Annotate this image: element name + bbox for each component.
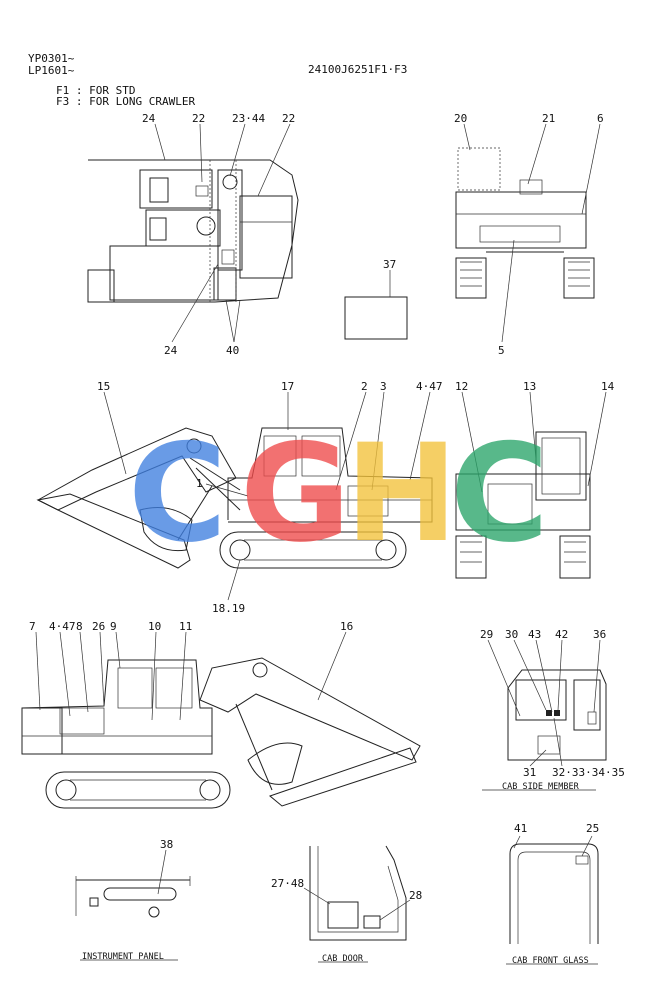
callout-left-10: 10 (148, 620, 161, 633)
callout-rear-6: 6 (597, 112, 604, 125)
callout-right-18-19: 18.19 (212, 602, 245, 615)
callout-top-22a: 22 (192, 112, 205, 125)
callout-glass-25: 25 (586, 822, 599, 835)
callout-right-2: 2 (361, 380, 368, 393)
callout-left-16: 16 (340, 620, 353, 633)
callout-cabside-36: 36 (593, 628, 606, 641)
callout-top-22b: 22 (282, 112, 295, 125)
right-side-excavator-drawing (36, 391, 433, 601)
callout-left-26: 26 (92, 620, 105, 633)
callout-rear-20: 20 (454, 112, 467, 125)
cab-front-glass-title: CAB FRONT GLASS (512, 956, 589, 966)
watermark-letter-c2: C (450, 415, 549, 572)
callout-right-17: 17 (281, 380, 294, 393)
note-f3: F3 : FOR LONG CRAWLER (56, 95, 195, 108)
callout-cabside-30: 30 (505, 628, 518, 641)
watermark-letter-c1: C (128, 415, 227, 572)
callout-front-12: 12 (455, 380, 468, 393)
callout-front-14: 14 (601, 380, 615, 393)
watermark-letter-g: G (240, 415, 351, 572)
rear-view-drawing (455, 123, 601, 343)
callout-left-9: 9 (110, 620, 117, 633)
callout-cabside-31: 31 (523, 766, 536, 779)
callout-rear-21: 21 (542, 112, 555, 125)
callout-door-27-48: 27·48 (271, 877, 304, 890)
callout-top-24a: 24 (142, 112, 156, 125)
callout-right-15: 15 (97, 380, 110, 393)
callout-cabside-43: 43 (528, 628, 541, 641)
callout-top-23-44: 23·44 (232, 112, 265, 125)
callout-glass-41: 41 (514, 822, 527, 835)
top-view-drawing (87, 123, 299, 343)
serial-range-1: YP0301~ (28, 52, 75, 65)
cghc-watermark: C G H C (128, 415, 549, 572)
callout-front-13: 13 (523, 380, 536, 393)
callout-left-8: 8 (76, 620, 83, 633)
callout-top-40: 40 (226, 344, 239, 357)
callout-right-4-47: 4·47 (416, 380, 443, 393)
part-number: 24100J6251F1·F3 (308, 63, 407, 76)
callout-cabside-29: 29 (480, 628, 493, 641)
cab-side-member-title: CAB SIDE MEMBER (502, 782, 580, 792)
cab-front-glass-drawing (506, 835, 599, 965)
callout-right-3: 3 (380, 380, 387, 393)
instrument-panel-drawing (75, 849, 191, 961)
callout-instrument-38: 38 (160, 838, 173, 851)
callout-37: 37 (383, 258, 396, 271)
callout-top-24b: 24 (164, 344, 178, 357)
front-view-drawing (455, 391, 607, 579)
callout-rear-5: 5 (498, 344, 505, 357)
instrument-panel-title: INSTRUMENT PANEL (82, 952, 164, 962)
callout-left-7: 7 (29, 620, 36, 633)
callout-right-1: 1 (196, 477, 203, 490)
decal-37-outline (344, 296, 408, 340)
callout-left-11: 11 (179, 620, 192, 633)
callout-door-28: 28 (409, 889, 422, 902)
callout-cabside-42: 42 (555, 628, 568, 641)
serial-range-2: LP1601~ (28, 64, 75, 77)
watermark-letter-h: H (345, 415, 458, 572)
cab-door-drawing (303, 845, 411, 963)
note-f1: F1 : FOR STD (56, 84, 135, 97)
callout-cabside-32-35: 32·33·34·35 (552, 766, 625, 779)
cab-door-title: CAB DOOR (322, 954, 364, 964)
cab-side-member-drawing (482, 639, 607, 791)
left-side-excavator-drawing (21, 631, 421, 809)
callout-left-4-47: 4·47 (49, 620, 76, 633)
